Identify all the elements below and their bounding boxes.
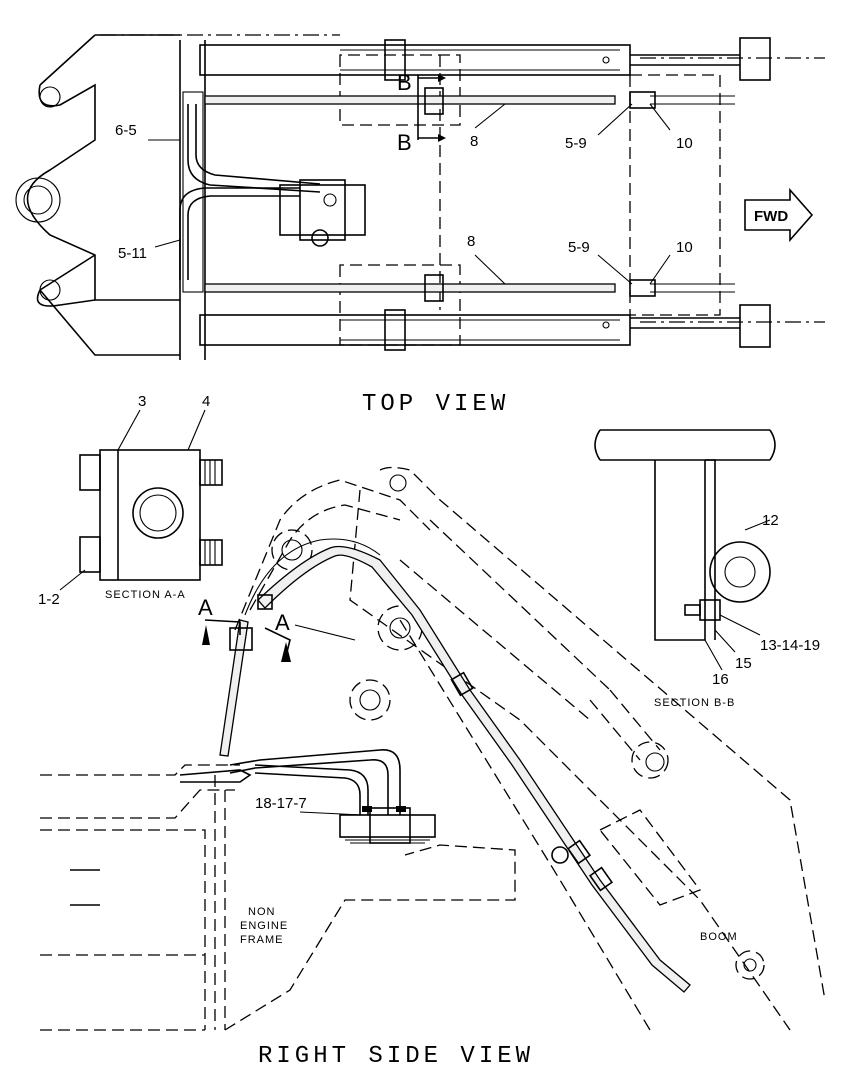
section-aa: 3 4 1-2 SECTION A-A [38,393,223,608]
boom-label: BOOM [700,931,738,943]
callout-10-lower: 10 [676,239,693,256]
callout-8-lower: 8 [467,233,475,250]
callout-16: 16 [712,671,729,688]
callout-10-upper: 10 [676,135,693,152]
callout-18-17-7: 18-17-7 [255,795,307,812]
right-side-view: A A 18-17-7 NON ENGINE FRAME BOOM RIGHT … [40,466,826,1070]
callout-4: 4 [202,393,210,410]
frame-label-line1: NON [248,906,275,918]
callout-5-11: 5-11 [118,245,147,262]
section-b-marker-lower: B [397,130,412,155]
callout-13-14-19: 13-14-19 [760,637,820,654]
callout-12: 12 [762,512,779,529]
callout-8-upper: 8 [470,133,478,150]
section-bb-title: SECTION B-B [654,697,735,709]
section-bb: 12 13-14-19 15 16 SECTION B-B [594,429,820,709]
right-side-view-title: RIGHT SIDE VIEW [258,1043,534,1070]
top-view-title: TOP VIEW [362,391,509,418]
section-b-marker-upper: B [397,70,412,95]
frame-label-line2: ENGINE [240,920,288,932]
callout-15: 15 [735,655,752,672]
section-a-marker-left: A [198,595,213,620]
callout-1-2: 1-2 [38,591,60,608]
callout-5-9-lower: 5-9 [568,239,590,256]
top-view: FWD B B 6-5 5-11 8 5-9 10 8 5-9 10 TOP V… [15,34,825,418]
callout-3: 3 [138,393,146,410]
fwd-label: FWD [754,208,788,225]
callout-5-9-upper: 5-9 [565,135,587,152]
section-a-marker-right: A [275,610,290,635]
section-aa-title: SECTION A-A [105,589,186,601]
callout-6-5: 6-5 [115,122,137,139]
frame-label-line3: FRAME [240,934,284,946]
